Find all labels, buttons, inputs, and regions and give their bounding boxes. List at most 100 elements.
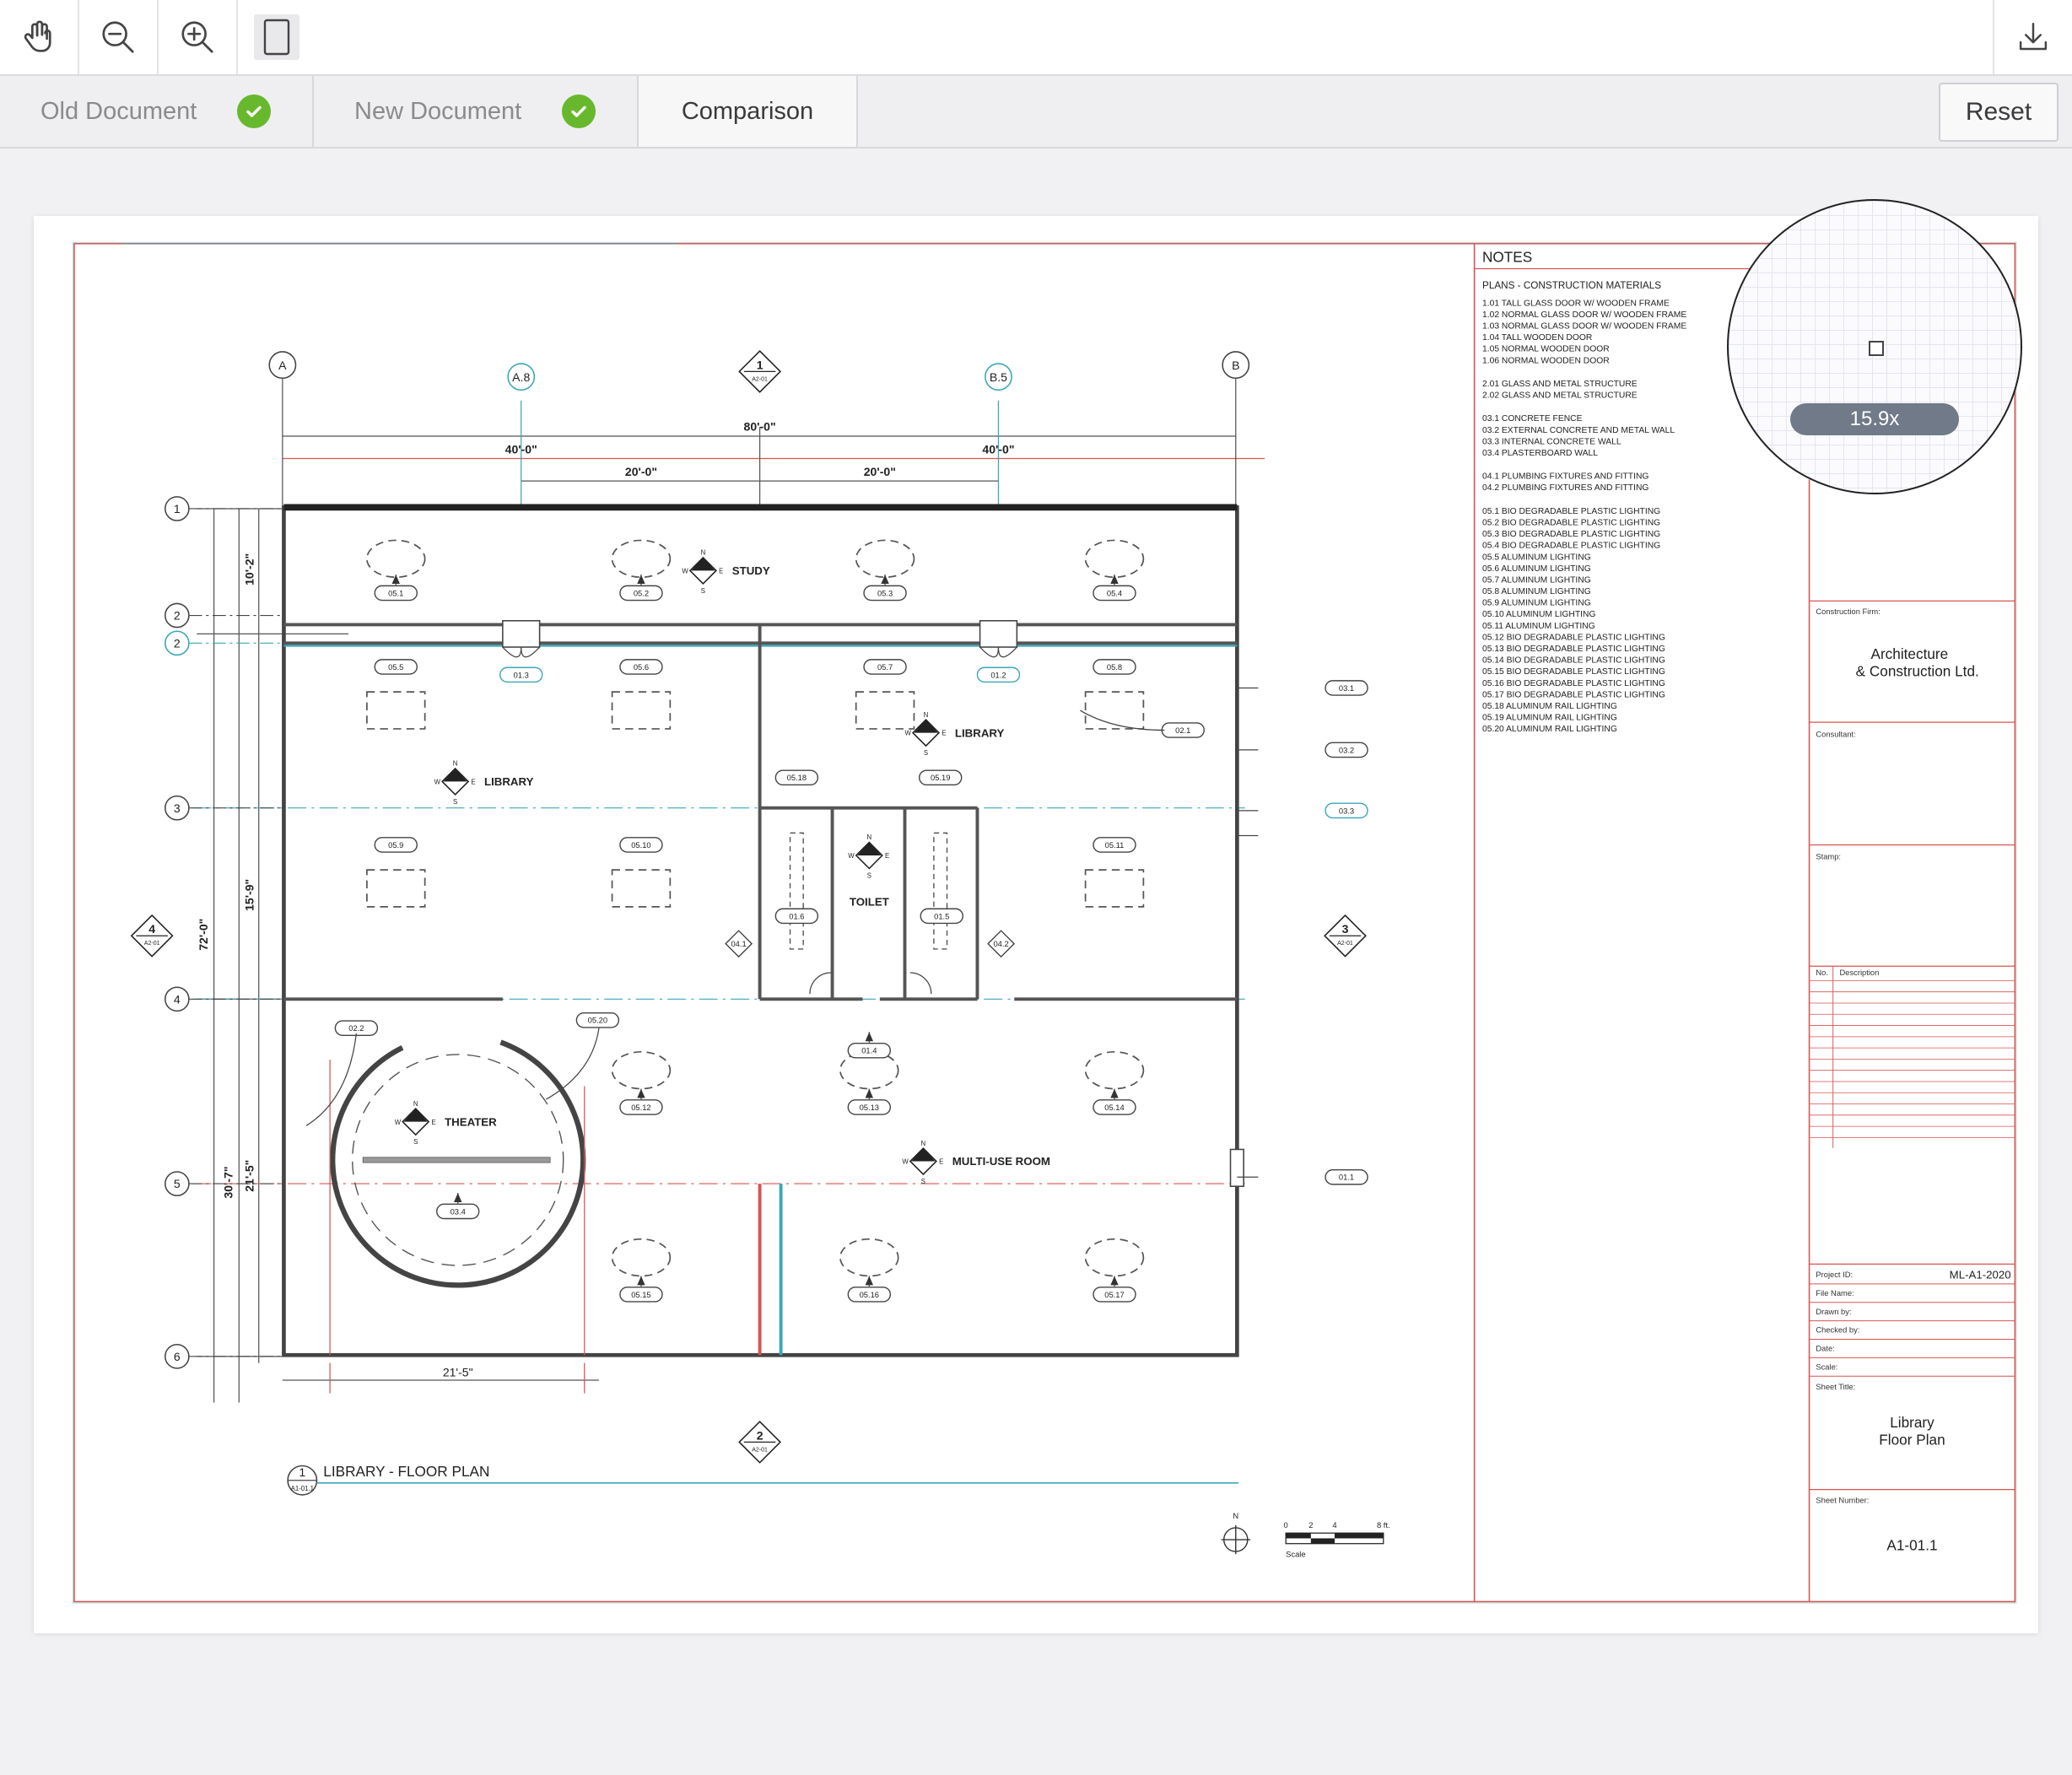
tag-label: 05.20	[588, 1017, 607, 1025]
compass-arrow	[911, 1147, 936, 1162]
scale-tick: 4	[1332, 1521, 1336, 1530]
page-view-button[interactable]	[238, 0, 316, 74]
sheet-number-value: A1-01.1	[1886, 1537, 1937, 1554]
tab-comparison[interactable]: Comparison	[639, 76, 858, 147]
tag-label: 05.15	[631, 1291, 650, 1299]
dimension-text: 40'-0"	[505, 442, 537, 456]
tag-bubble	[847, 1287, 892, 1303]
room-label: THEATER	[445, 1115, 497, 1128]
dimension-text: 21'-5"	[242, 1160, 256, 1192]
note-line: 05.6 ALUMINUM LIGHTING	[1482, 564, 1591, 574]
tag-label: 05.14	[1104, 1103, 1124, 1112]
tag-bubble	[374, 837, 418, 853]
zoom-out-button[interactable]	[79, 0, 157, 74]
compass-w: W	[682, 568, 688, 575]
note-line: 05.1 BIO DEGRADABLE PLASTIC LIGHTING	[1482, 507, 1660, 516]
notes-subtitle: PLANS - CONSTRUCTION MATERIALS	[1482, 280, 1661, 291]
grid-letter: B.5	[990, 370, 1007, 384]
compass-w: W	[905, 730, 912, 737]
document-sheet[interactable]: NOTES PLANS - CONSTRUCTION MATERIALS 1.0…	[34, 216, 2038, 1633]
project-id-value: ML-A1-2020	[1950, 1269, 2011, 1281]
tag-label: 01.2	[990, 671, 1006, 679]
tag-bubble	[575, 1012, 620, 1028]
firm-line2: & Construction Ltd.	[1856, 662, 1979, 679]
scale-tick: 0	[1284, 1521, 1288, 1530]
note-line: 05.2 BIO DEGRADABLE PLASTIC LIGHTING	[1482, 518, 1660, 527]
tag-arrow	[865, 1032, 873, 1042]
toolbar-divider	[157, 0, 159, 74]
note-line: 03.2 EXTERNAL CONCRETE AND METAL WALL	[1482, 426, 1675, 435]
page-icon	[263, 19, 290, 56]
grid-letter: A.8	[512, 370, 530, 384]
tag-bubble	[976, 666, 1021, 683]
note-line: 05.9 ALUMINUM LIGHTING	[1482, 599, 1591, 608]
tag-label: 05.13	[860, 1103, 879, 1112]
tag-bubble	[1093, 585, 1136, 602]
tag-label: 05.7	[877, 663, 893, 672]
compass-s: S	[701, 587, 705, 595]
note-line: 03.3 INTERNAL CONCRETE WALL	[1482, 437, 1621, 446]
compass-arrow	[857, 842, 882, 855]
light-fixture	[611, 691, 672, 730]
download-button[interactable]	[1994, 0, 2072, 74]
project-id-label: Project ID:	[1816, 1271, 1853, 1279]
note-line: 05.18 ALUMINUM RAIL LIGHTING	[1482, 702, 1617, 711]
tag-label: 05.5	[388, 663, 403, 672]
tag-label: 05.11	[1105, 841, 1125, 850]
zoom-in-button[interactable]	[159, 0, 236, 74]
tab-old-document[interactable]: Old Document	[0, 76, 314, 147]
grid-number: 6	[174, 1350, 181, 1363]
tag-bubble	[499, 666, 543, 683]
tag-bubble	[1325, 680, 1368, 696]
compass-n: N	[924, 711, 929, 719]
reset-button[interactable]: Reset	[1939, 83, 2059, 142]
compass-s: S	[413, 1138, 418, 1146]
tag-label: 03.1	[1339, 684, 1354, 693]
theater-stage	[329, 1032, 586, 1356]
light-fixture	[855, 691, 915, 730]
note-line: 05.12 BIO DEGRADABLE PLASTIC LIGHTING	[1482, 633, 1665, 642]
light-fixture	[1084, 539, 1145, 579]
compass-e: E	[885, 852, 889, 860]
light-fixture	[611, 1238, 672, 1277]
note-line: 05.8 ALUMINUM LIGHTING	[1482, 587, 1591, 596]
compass-e: E	[471, 779, 475, 786]
file-name-label: File Name:	[1816, 1289, 1853, 1298]
note-line: 05.16 BIO DEGRADABLE PLASTIC LIGHTING	[1482, 679, 1665, 688]
note-line: 1.04 TALL WOODEN DOOR	[1482, 333, 1592, 343]
tag-bubble	[774, 769, 819, 786]
tag-label: 01.5	[934, 912, 949, 920]
title-block: Construction Firm: Architecture & Constr…	[1809, 600, 2015, 1554]
tag-arrow	[391, 575, 400, 585]
light-fixture	[611, 869, 672, 908]
tag-bubble	[619, 1287, 663, 1303]
tab-label: Comparison	[681, 97, 814, 125]
section-number: 2	[757, 1428, 764, 1442]
tag-label: 05.4	[1107, 589, 1122, 597]
light-fixture	[611, 1050, 672, 1090]
light-fixture	[366, 869, 426, 908]
tag-arrow	[1110, 575, 1119, 585]
grid-number: 2	[174, 637, 181, 650]
compass-s: S	[453, 798, 457, 806]
compass-w: W	[902, 1158, 909, 1166]
tag-label: 03.2	[1339, 746, 1354, 754]
note-line: 05.11 ALUMINUM LIGHTING	[1482, 622, 1595, 631]
note-line: 05.4 BIO DEGRADABLE PLASTIC LIGHTING	[1482, 542, 1660, 551]
scale-tick: 2	[1308, 1521, 1313, 1530]
sheet-title-line2: Floor Plan	[1879, 1432, 1945, 1449]
tag-bubble	[987, 930, 1016, 958]
compass-n: N	[921, 1140, 926, 1147]
consultant-label: Consultant:	[1816, 730, 1855, 738]
pan-tool-button[interactable]	[0, 0, 78, 74]
compass-e: E	[719, 568, 723, 575]
tab-new-document[interactable]: New Document	[314, 76, 639, 147]
section-number: 3	[1342, 922, 1349, 936]
room-label: LIBRARY	[484, 775, 534, 788]
note-line: 05.10 ALUMINUM LIGHTING	[1482, 610, 1595, 619]
tag-label: 03.4	[451, 1207, 466, 1216]
tag-bubble	[1093, 837, 1136, 853]
tag-bubble	[863, 585, 907, 602]
plan-number: 1	[299, 1465, 305, 1479]
